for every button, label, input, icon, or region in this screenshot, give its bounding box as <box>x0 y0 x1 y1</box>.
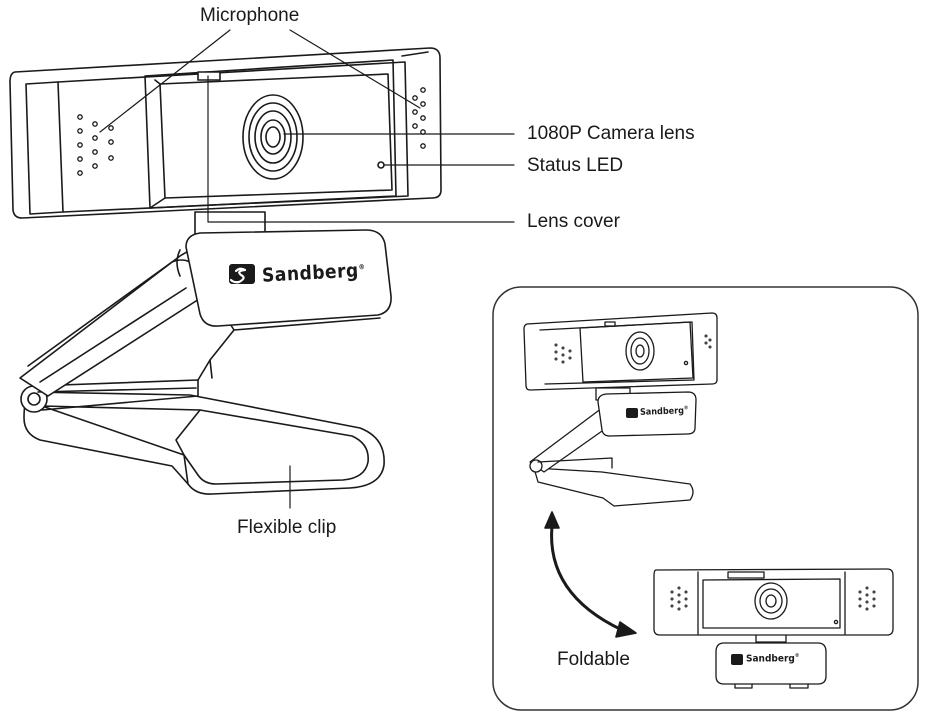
brand-name-text: Sandberg <box>746 653 795 665</box>
main-webcam <box>9 47 442 495</box>
small-webcam-unfolded <box>523 312 718 507</box>
label-camera-lens: 1080P Camera lens <box>527 123 695 144</box>
label-microphone: Microphone <box>200 5 300 26</box>
brand-mark-text: ® <box>358 262 366 272</box>
flexible-clip <box>23 391 385 495</box>
callout-lines <box>99 29 515 509</box>
arrow-up-icon <box>544 511 560 529</box>
hinge <box>20 379 199 413</box>
sandberg-logo-icon <box>229 264 255 284</box>
brand-mark-text: ® <box>794 653 800 659</box>
callout-microphone-left <box>99 29 231 133</box>
callout-microphone-right <box>289 29 421 109</box>
label-foldable: Foldable <box>557 649 630 670</box>
brand-name-text: Sandberg <box>639 406 685 418</box>
lens-cover-slider <box>197 71 221 81</box>
arrow-right-icon <box>615 621 637 638</box>
foldable-inset <box>492 286 919 711</box>
label-status-led: Status LED <box>527 155 624 176</box>
fold-arrow <box>544 511 637 638</box>
camera-body <box>9 47 442 219</box>
left-microphone-grille <box>77 114 114 176</box>
status-led-icon <box>377 161 385 169</box>
camera-lens <box>242 94 304 180</box>
label-flexible-clip: Flexible clip <box>237 517 337 538</box>
brand-name-inset-unfolded: Sandberg® <box>640 405 689 418</box>
label-lens-cover: Lens cover <box>527 211 620 232</box>
brand-plate <box>176 229 392 327</box>
small-webcam-folded <box>653 568 894 689</box>
brand-mark-text: ® <box>683 405 689 412</box>
callout-lens-cover <box>207 75 515 223</box>
brand-name-inset-folded: Sandberg® <box>746 653 799 664</box>
